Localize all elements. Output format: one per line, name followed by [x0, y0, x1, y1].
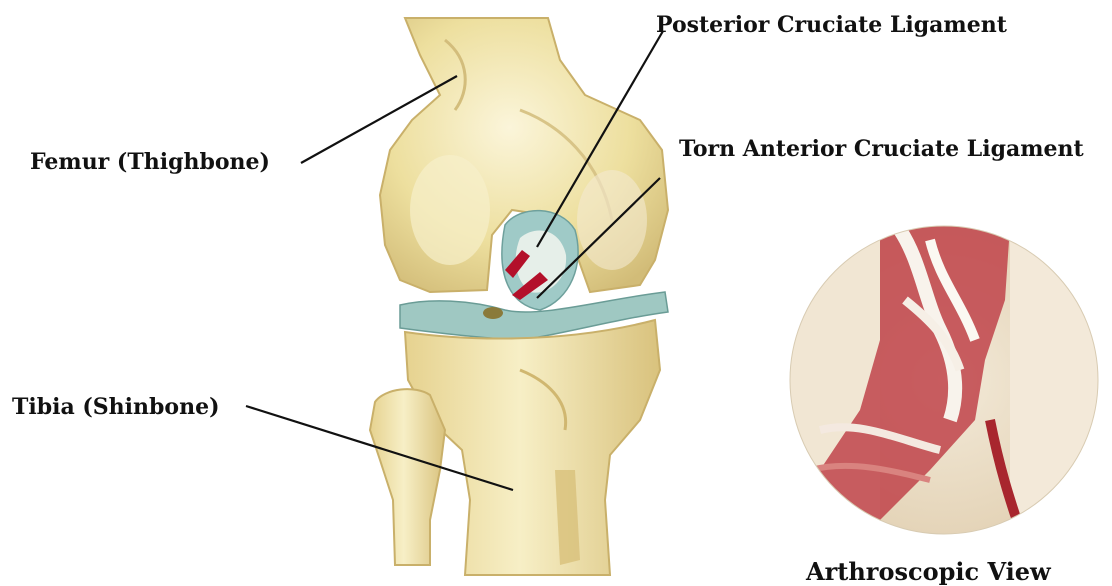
label-tibia: Tibia (Shinbone) [12, 396, 220, 418]
label-arthroscopic-view: Arthroscopic View [806, 560, 1051, 584]
fibula-bone [370, 389, 445, 565]
arthroscopic-view-image [790, 226, 1100, 536]
label-torn-anterior-cruciate-ligament: Torn Anterior Cruciate Ligament [679, 138, 1084, 160]
label-posterior-cruciate-ligament: Posterior Cruciate Ligament [656, 14, 1007, 36]
label-femur: Femur (Thighbone) [30, 151, 270, 173]
